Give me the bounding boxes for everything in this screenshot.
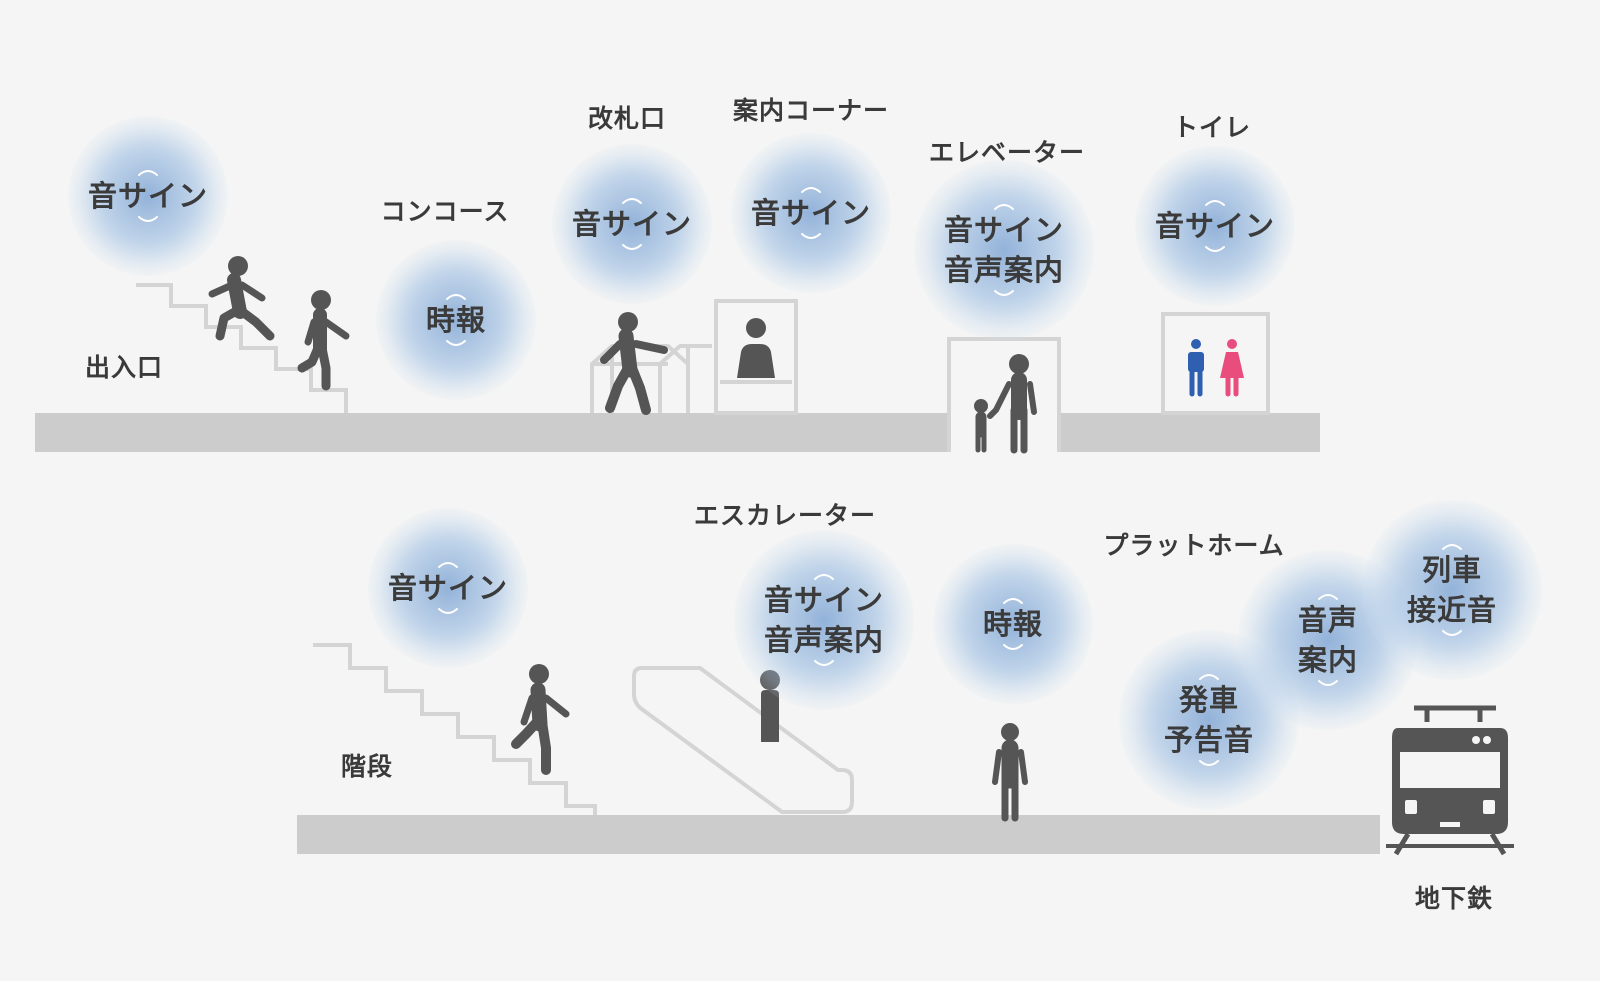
bubble-text: 音サイン	[1154, 209, 1275, 243]
bubble-text: 音サイン	[87, 179, 208, 213]
sound-wave-icon	[1199, 674, 1219, 680]
bubble-train-approach: 列車 接近音	[1362, 500, 1542, 680]
bubble-text-line-1: 音声	[1297, 603, 1358, 637]
label-concourse: コンコース	[380, 197, 510, 226]
entrance-stairs	[136, 283, 348, 413]
bubble-text: 音サイン	[750, 196, 871, 230]
sound-wave-icon	[814, 660, 834, 666]
bubble-text-line-1: 音サイン	[943, 213, 1064, 247]
sound-wave-icon	[446, 294, 466, 300]
label-entrance: 出入口	[84, 353, 164, 382]
bubble-stairs-sound-sign: 音サイン	[368, 508, 528, 668]
bubble-text-line-2: 音声案内	[763, 623, 884, 657]
person-descending-icon	[297, 290, 350, 391]
parent-child-icon	[974, 354, 1037, 454]
bubble-entrance-sound-sign: 音サイン	[68, 116, 228, 276]
bubble-platform-time-signal: 時報	[933, 544, 1093, 704]
label-stairs: 階段	[340, 752, 394, 781]
bubble-text-line-2: 接近音	[1406, 593, 1497, 627]
sound-wave-icon	[1205, 200, 1225, 206]
label-ticket-gate: 改札口	[587, 104, 667, 133]
toilet-sign-box	[1161, 312, 1270, 415]
person-walking-icon	[600, 312, 668, 415]
label-platform: プラットホーム	[1103, 531, 1285, 560]
sound-wave-icon	[1442, 544, 1462, 550]
person-standing-icon	[992, 723, 1028, 822]
sound-wave-icon	[1199, 760, 1219, 766]
male-icon	[1188, 339, 1204, 397]
sound-wave-icon	[446, 340, 466, 346]
bubble-escalator-sound-sign-voice: 音サイン 音声案内	[734, 530, 914, 710]
bubble-info-corner-sound-sign: 音サイン	[731, 133, 891, 293]
sound-wave-icon	[994, 204, 1014, 210]
sound-wave-icon	[1205, 246, 1225, 252]
info-staff-icon	[737, 318, 775, 378]
bubble-text-line-1: 発車	[1178, 683, 1239, 717]
sound-wave-icon	[1003, 644, 1023, 650]
label-toilet: トイレ	[1172, 113, 1252, 142]
sound-wave-icon	[138, 170, 158, 176]
sound-wave-icon	[438, 608, 458, 614]
subway-train-icon	[1386, 705, 1514, 856]
sound-wave-icon	[814, 574, 834, 580]
sound-wave-icon	[622, 244, 642, 250]
sound-wave-icon	[801, 233, 821, 239]
bubble-departure-warning: 発車 予告音	[1119, 630, 1299, 810]
escalator	[632, 666, 854, 814]
person-climbing-icon	[208, 256, 275, 341]
sound-wave-icon	[138, 216, 158, 222]
female-icon	[1220, 339, 1244, 397]
bubble-text-line-2: 案内	[1297, 643, 1358, 677]
sound-wave-icon	[1442, 630, 1462, 636]
person-descending-stairs-icon	[511, 664, 570, 775]
lower-stairs	[313, 643, 597, 815]
bubble-text-line-1: 列車	[1421, 553, 1482, 587]
bubble-text: 時報	[425, 303, 486, 337]
label-subway: 地下鉄	[1414, 884, 1494, 913]
sound-wave-icon	[1318, 680, 1338, 686]
sound-wave-icon	[622, 198, 642, 204]
bubble-text-line-2: 音声案内	[943, 253, 1064, 287]
bubble-text: 時報	[982, 607, 1043, 641]
sound-wave-icon	[438, 562, 458, 568]
bubble-voice-announcement: 音声 案内	[1238, 550, 1418, 730]
info-corner-booth	[714, 299, 798, 415]
lower-floor	[297, 815, 1380, 854]
bubble-text: 音サイン	[387, 571, 508, 605]
sound-wave-icon	[1318, 594, 1338, 600]
upper-floor	[35, 413, 1320, 452]
bubble-text-line-1: 音サイン	[763, 583, 884, 617]
bubble-concourse-time-signal: 時報	[376, 240, 536, 400]
bubble-ticket-gate-sound-sign: 音サイン	[552, 144, 712, 304]
label-escalator: エスカレーター	[693, 501, 877, 530]
bubble-text: 音サイン	[571, 207, 692, 241]
bubble-toilet-sound-sign: 音サイン	[1135, 146, 1295, 306]
bubble-text-line-2: 予告音	[1163, 723, 1254, 757]
label-info-corner: 案内コーナー	[732, 96, 890, 125]
elevator-floor-gap	[951, 413, 1057, 452]
sound-wave-icon	[994, 290, 1014, 296]
sound-wave-icon	[801, 187, 821, 193]
bubble-elevator-sound-sign-voice: 音サイン 音声案内	[914, 160, 1094, 340]
sound-wave-icon	[1003, 598, 1023, 604]
